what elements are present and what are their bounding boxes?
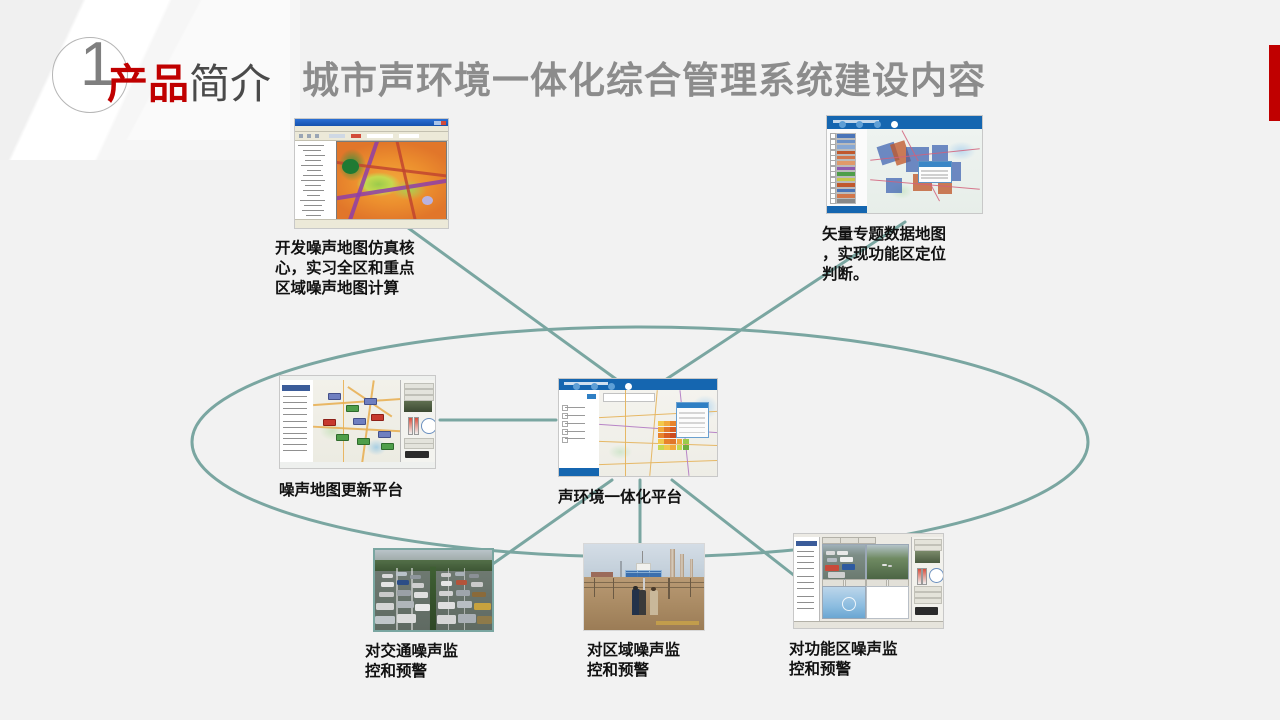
caption-regional-noise: 对区域噪声监 控和预警 <box>587 641 681 679</box>
section-label-gray: 简介 <box>189 60 271 108</box>
tab-camera-3[interactable] <box>858 536 877 545</box>
video-feed-street[interactable] <box>865 544 910 581</box>
caption-functional-zone-noise: 对功能区噪声监 控和预警 <box>789 640 898 678</box>
tab-camera-2[interactable] <box>840 536 859 545</box>
connector-integrated_platform-to-functional_zone_noise <box>670 478 802 582</box>
map-info-popup[interactable] <box>917 160 952 183</box>
legend-panel <box>827 128 869 207</box>
noise-map-update-platform-screenshot[interactable] <box>279 375 436 469</box>
caption-map-update-platform: 噪声地图更新平台 <box>279 481 404 499</box>
accent-bar-red <box>1269 45 1280 121</box>
map-canvas <box>598 389 717 476</box>
node-integrated-platform[interactable]: 声环境一体化平台 <box>558 378 738 507</box>
traffic-congestion-photo[interactable] <box>373 548 494 632</box>
video-feed-traffic[interactable] <box>822 544 867 581</box>
caption-integrated-platform: 声环境一体化平台 <box>558 488 683 506</box>
field-monitoring-station-photo[interactable] <box>583 543 705 631</box>
monitoring-side-panel <box>399 379 435 463</box>
node-regional-noise[interactable]: 对区域噪声监 控和预警 <box>583 543 757 680</box>
connector-integrated_platform-to-vector_theme_map <box>660 220 907 384</box>
node-traffic-noise[interactable]: 对交通噪声监 控和预警 <box>365 548 540 681</box>
street-map-canvas <box>312 379 401 463</box>
statistics-popup-panel[interactable] <box>675 401 709 439</box>
app-header-bar <box>559 379 717 390</box>
page-title: 城市声环境一体化综合管理系统建设内容 <box>302 59 986 102</box>
section-number: 1 <box>80 30 115 99</box>
caption-vector-theme-map: 矢量专题数据地图 ，实现功能区定位 判断。 <box>822 225 947 283</box>
section-label-red: 产品 <box>107 60 189 108</box>
control-side-panel <box>910 536 943 623</box>
layer-tree-panel <box>295 141 338 228</box>
app-header-bar <box>827 116 982 129</box>
noise-map-simulation-screenshot[interactable] <box>294 118 449 229</box>
empty-video-slot[interactable] <box>865 585 910 619</box>
tree-panel <box>559 389 600 469</box>
section-label: 产品简介 <box>107 60 271 108</box>
video-feed-sky[interactable] <box>822 585 867 619</box>
slide-header: 1 产品简介 城市声环境一体化综合管理系统建设内容 <box>0 0 1280 130</box>
camera-monitoring-console-screenshot[interactable] <box>793 533 944 629</box>
integrated-acoustic-platform-screenshot[interactable] <box>558 378 718 477</box>
node-vector-theme-map[interactable]: 矢量专题数据地图 ，实现功能区定位 判断。 <box>822 115 997 284</box>
map-search-box[interactable] <box>603 393 655 403</box>
caption-noise-map-core: 开发噪声地图仿真核 心，实习全区和重点 区域噪声地图计算 <box>275 239 415 297</box>
node-map-update-platform[interactable]: 噪声地图更新平台 <box>279 375 459 500</box>
noise-heat-overlay <box>336 141 447 220</box>
caption-traffic-noise: 对交通噪声监 控和预警 <box>365 642 459 680</box>
node-functional-zone-noise[interactable]: 对功能区噪声监 控和预警 <box>789 533 969 679</box>
thematic-map-canvas <box>867 128 982 213</box>
connector-integrated_platform-to-noise_map_core <box>398 220 622 384</box>
layer-list-panel <box>280 379 314 463</box>
device-tree-panel <box>794 536 821 623</box>
vector-thematic-map-screenshot[interactable] <box>826 115 983 214</box>
node-noise-map-core[interactable]: 开发噪声地图仿真核 心，实习全区和重点 区域噪声地图计算 <box>275 118 465 298</box>
section-number-circle-icon <box>52 37 128 113</box>
tab-camera-1[interactable] <box>822 536 841 545</box>
